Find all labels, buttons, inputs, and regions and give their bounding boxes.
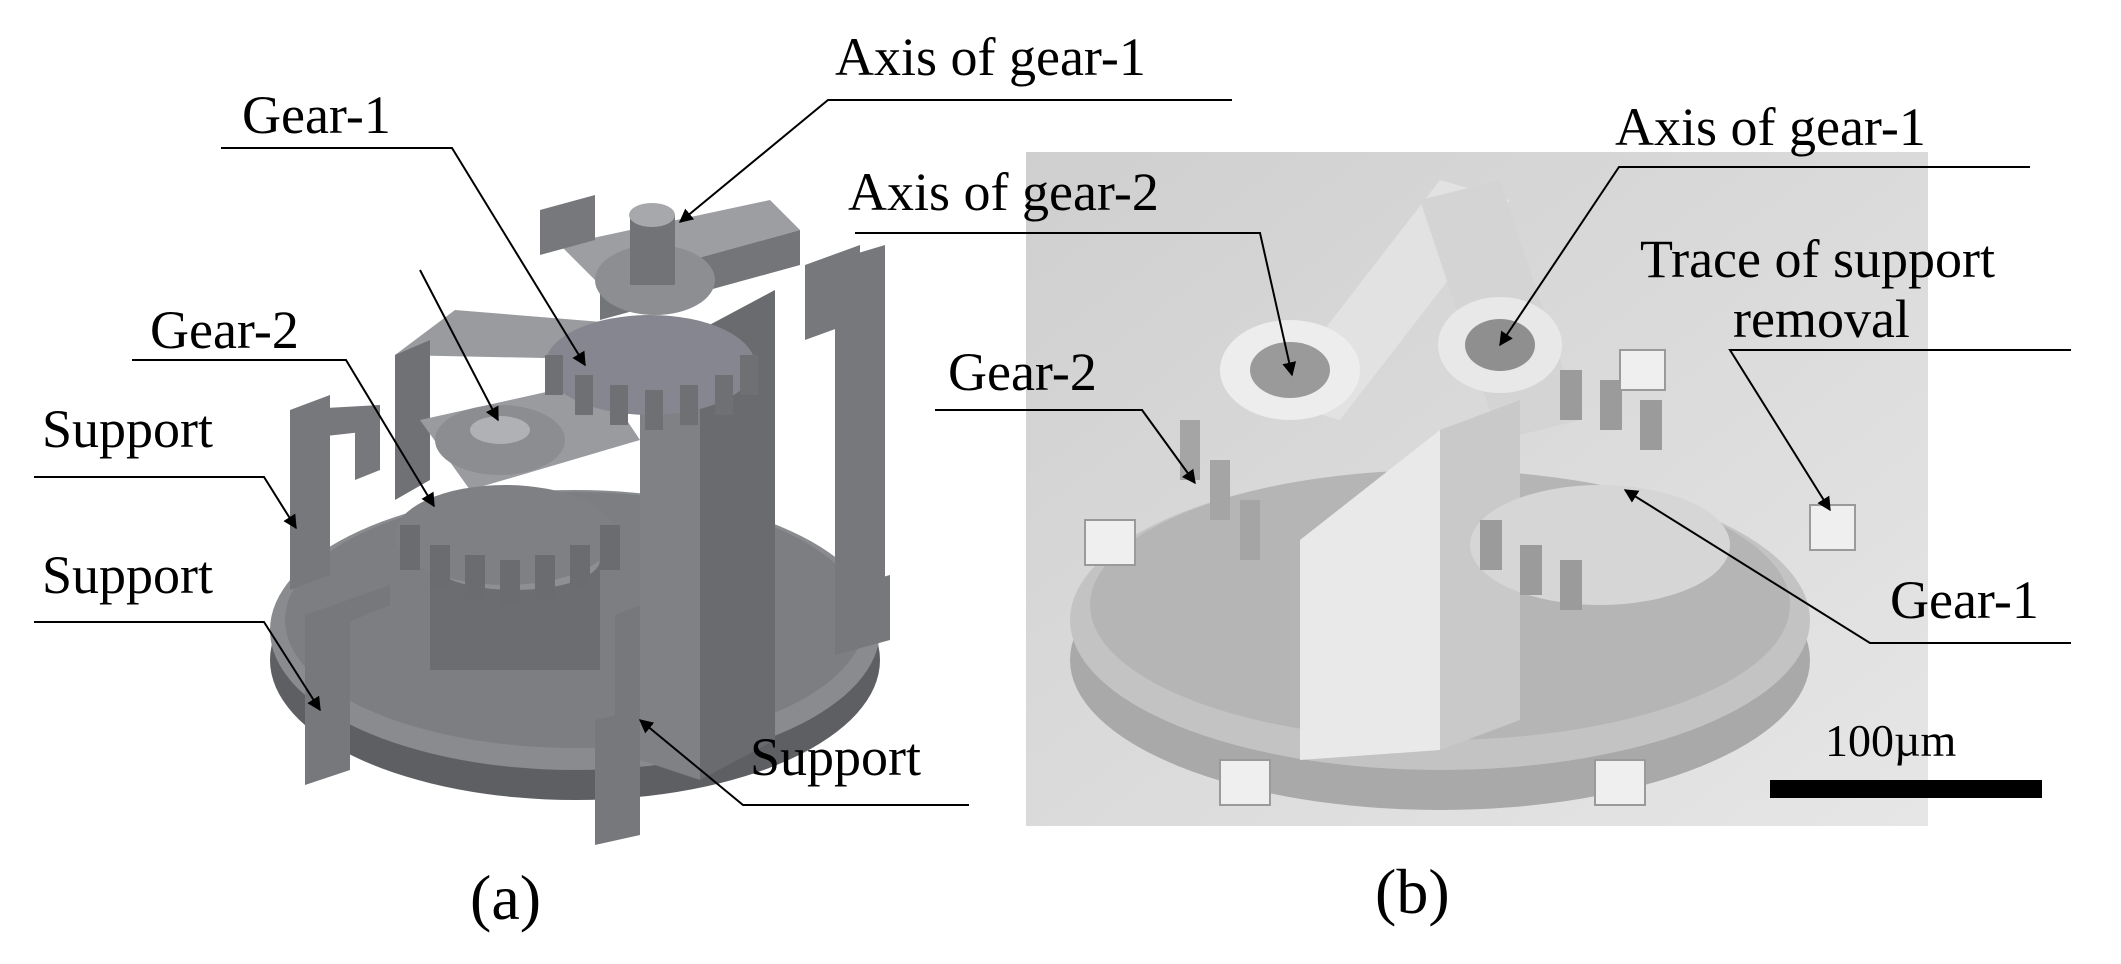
leader-lines-b [855,166,2071,644]
label-a-gear2: Gear-2 [150,300,299,360]
scale-bar [1770,780,2042,798]
label-a-support-2: Support [42,545,214,605]
label-b-gear2: Gear-2 [948,342,1097,402]
label-b-gear1: Gear-1 [1890,570,2039,630]
leader-lines-a [34,99,1232,806]
label-b-trace-line2: removal [1733,289,1910,349]
label-b-axis-gear1: Axis of gear-1 [1615,97,1926,157]
label-a-support-3: Support [750,727,922,787]
label-b-trace-line1: Trace of support [1640,229,1995,289]
sem-image [1026,152,2042,826]
label-a-gear1: Gear-1 [242,85,391,145]
caption-b: (b) [1375,856,1450,927]
label-b-axis-gear2: Axis of gear-2 [848,162,1159,222]
scale-bar-label: 100µm [1825,715,1957,766]
label-a-support-1: Support [42,399,214,459]
label-a-axis-gear1: Axis of gear-1 [835,27,1146,87]
cad-model [270,195,890,845]
caption-a: (a) [470,862,542,933]
